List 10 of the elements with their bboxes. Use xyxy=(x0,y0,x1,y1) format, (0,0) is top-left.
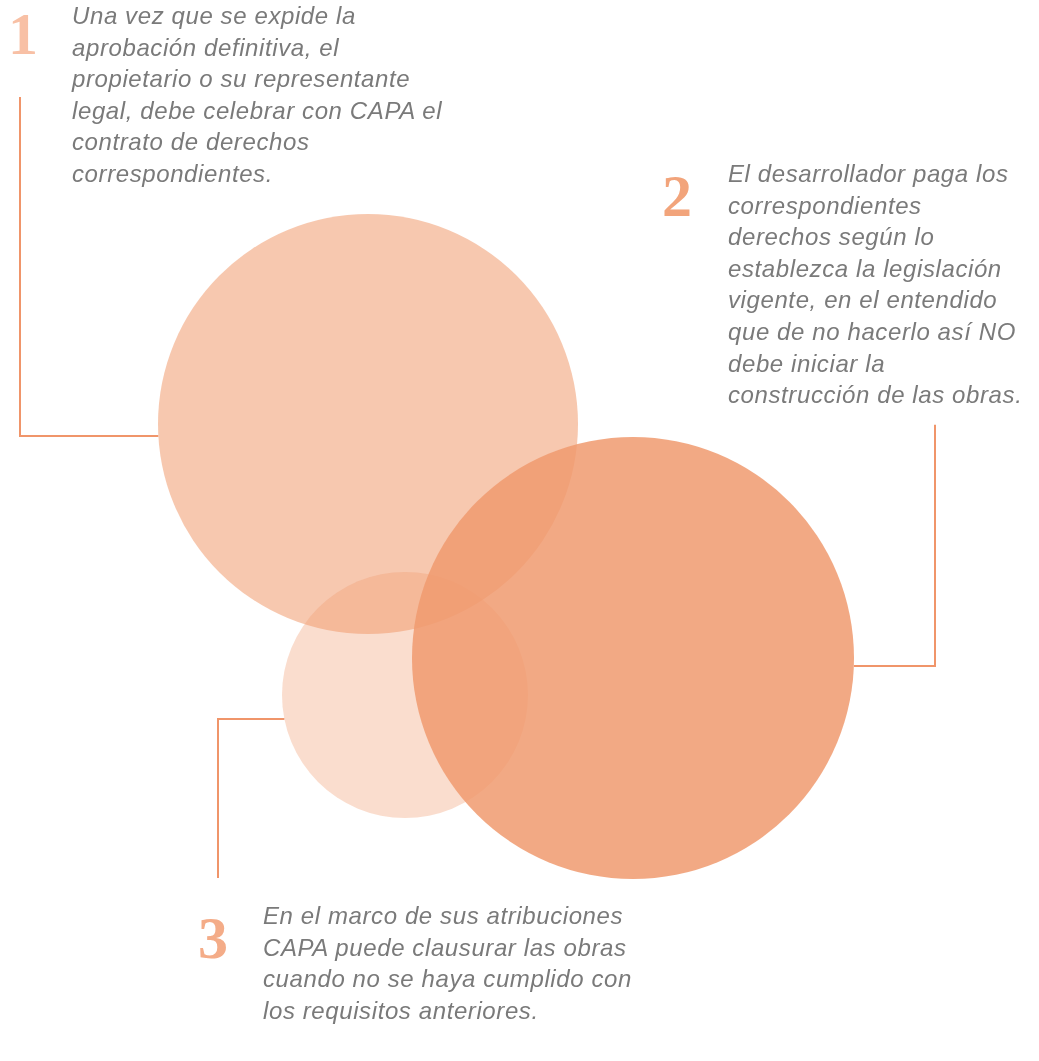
leader-line xyxy=(852,423,936,667)
step-description: En el marco de sus atribuciones CAPA puede clausurar las obras cuando no se haya cumplido con los requisitos anteriores. xyxy=(263,901,633,1026)
leader-line xyxy=(19,96,160,437)
leader-line xyxy=(217,718,286,879)
step-description: Una vez que se expide la aprobación definitiva, el propietario o su representante legal, debe celebrar con CAPA el contrato de derechos correspondientes. xyxy=(72,1,444,189)
step-description: El desarrollador paga los correspondientes derechos según lo establezca la legislación vigente, en el entendido que de no hacerlo así NO debe iniciar la construcción de las obras. xyxy=(728,159,1024,411)
step-number: 2 xyxy=(662,166,693,226)
step-number: 3 xyxy=(198,908,229,968)
circle-shape xyxy=(412,437,854,879)
step-number: 1 xyxy=(8,4,39,64)
